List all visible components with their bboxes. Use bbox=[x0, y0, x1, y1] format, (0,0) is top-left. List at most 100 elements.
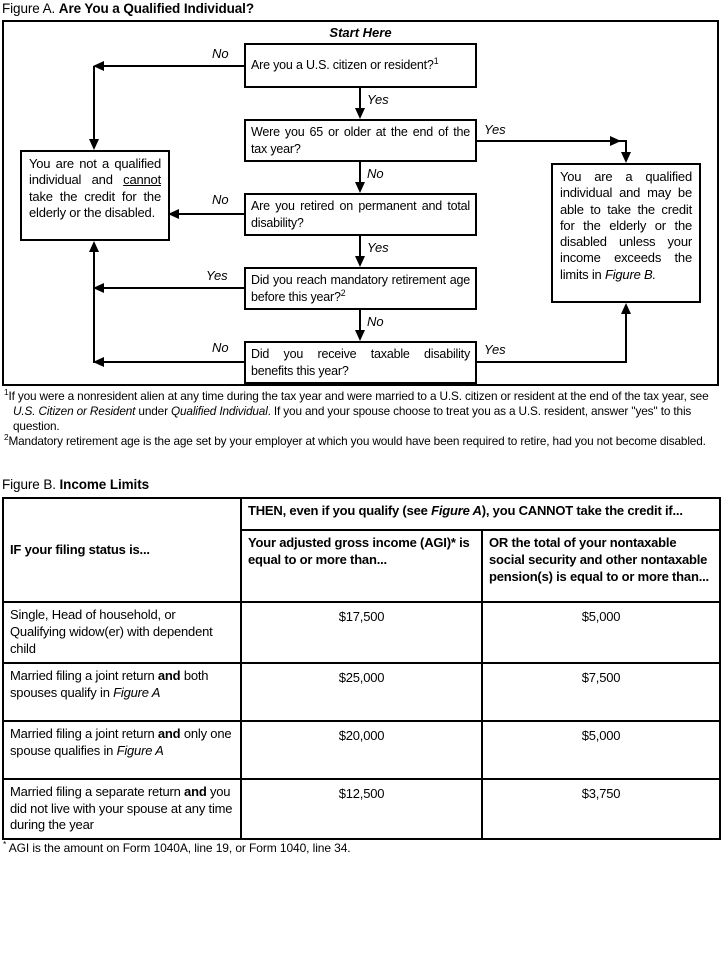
connector-label-no: No bbox=[212, 46, 229, 61]
connector-line bbox=[101, 287, 244, 289]
connector-line bbox=[625, 141, 627, 154]
arrow-left-icon bbox=[93, 61, 104, 71]
arrow-left-icon bbox=[93, 357, 104, 367]
flowchart-box-taxable-benefits: Did you receive taxable disability benef… bbox=[244, 341, 477, 384]
connector-label-no: No bbox=[212, 340, 229, 355]
arrow-up-icon bbox=[621, 303, 631, 314]
figure-a-title-text: Are You a Qualified Individual? bbox=[58, 1, 254, 16]
table-header-row-criteria: Your adjusted gross income (AGI)* is equ… bbox=[3, 529, 721, 603]
footnote-ref: 2 bbox=[340, 287, 346, 298]
figure-a-footnotes: 1If you were a nonresident alien at any … bbox=[4, 388, 718, 449]
status-text-part: only one spouse qualifies in bbox=[10, 725, 232, 758]
connector-label-yes: Yes bbox=[484, 342, 506, 357]
agi-limit-cell: $20,000 bbox=[240, 719, 483, 780]
status-text-italic: Figure A bbox=[113, 684, 161, 700]
arrow-up-icon bbox=[89, 241, 99, 252]
status-text-part: both spouses qualify in bbox=[10, 667, 209, 700]
connector-label-yes: Yes bbox=[206, 268, 228, 283]
connector-line bbox=[101, 65, 244, 67]
col-header-filing-status: IF your filing status is... bbox=[2, 497, 242, 603]
status-text-part: Married filing a separate return bbox=[10, 783, 185, 799]
footnote-text-italic: Qualified Individual bbox=[170, 403, 268, 418]
footnote-marker: * bbox=[3, 839, 7, 849]
agi-limit-cell: $12,500 bbox=[240, 777, 483, 841]
pension-limit-cell: $5,000 bbox=[480, 719, 721, 780]
footnote-marker: 2 bbox=[4, 432, 9, 442]
outcome-text-part: You are a qualified individual and may b… bbox=[560, 169, 692, 282]
connector-line bbox=[93, 66, 95, 141]
connector-label-yes: Yes bbox=[484, 122, 506, 137]
arrow-down-icon bbox=[621, 152, 631, 163]
pension-limit-cell: $7,500 bbox=[480, 661, 721, 722]
filing-status-cell: Married filing a joint return and only o… bbox=[2, 719, 242, 780]
income-limits-table: IF your filing status is... THEN, even i… bbox=[2, 497, 721, 841]
connector-line bbox=[625, 312, 627, 363]
flowchart-box-citizen: Are you a U.S. citizen or resident?1 bbox=[244, 43, 477, 88]
flowchart-box-mandatory-retirement: Did you reach mandatory retirement age b… bbox=[244, 267, 477, 310]
footnote-2: 2Mandatory retirement age is the age set… bbox=[4, 432, 718, 449]
pension-limit-cell: $5,000 bbox=[480, 601, 721, 664]
status-text-bold: and bbox=[157, 725, 181, 741]
status-text-part: Single, Head of household, or Qualifying… bbox=[10, 607, 213, 656]
connector-line bbox=[359, 236, 361, 258]
table-row: Married filing a joint return and only o… bbox=[2, 719, 721, 780]
connector-line bbox=[477, 140, 627, 142]
col-header-then: THEN, even if you qualify (see Figure A)… bbox=[239, 497, 721, 531]
question-text: Were you 65 or older at the end of the t… bbox=[251, 125, 470, 156]
status-text-part: Married filing a joint return bbox=[10, 667, 158, 683]
figure-a-title: Figure A. Are You a Qualified Individual… bbox=[2, 1, 254, 16]
connector-label-yes: Yes bbox=[367, 92, 389, 107]
status-text-italic: Figure A bbox=[116, 742, 164, 758]
arrow-right-icon bbox=[610, 136, 621, 146]
figure-a-flowchart: Start Here Are you a U.S. citizen or res… bbox=[2, 20, 719, 386]
connector-line bbox=[359, 162, 361, 184]
status-text-part: you did not live with your spouse at any… bbox=[10, 783, 233, 833]
agi-limit-cell: $25,000 bbox=[240, 661, 483, 722]
connector-line bbox=[359, 310, 361, 332]
connector-line bbox=[477, 361, 627, 363]
question-text: Are you a U.S. citizen or resident?1 bbox=[251, 57, 470, 73]
start-here-label: Start Here bbox=[329, 25, 392, 40]
figure-b-label: Figure B. bbox=[2, 477, 56, 492]
connector-label-no: No bbox=[367, 166, 384, 181]
arrow-down-icon bbox=[355, 256, 365, 267]
filing-status-cell: Single, Head of household, or Qualifying… bbox=[2, 601, 242, 664]
footnote-text-part: . If you and your spouse choose to treat… bbox=[13, 403, 692, 433]
connector-label-no: No bbox=[212, 192, 229, 207]
then-header-italic: Figure A bbox=[431, 503, 482, 518]
status-text-part: Married filing a joint return bbox=[10, 725, 158, 741]
filing-status-cell: Married filing a joint return and both s… bbox=[2, 661, 242, 722]
question-text-main: Did you reach mandatory retirement age b… bbox=[251, 273, 470, 304]
connector-line bbox=[101, 361, 244, 363]
question-text-main: Are you a U.S. citizen or resident? bbox=[251, 58, 434, 73]
connector-label-no: No bbox=[367, 314, 384, 329]
outcome-box-not-qualified: You are not a qualified individual and c… bbox=[20, 150, 170, 241]
arrow-down-icon bbox=[355, 182, 365, 193]
col-header-agi: Your adjusted gross income (AGI)* is equ… bbox=[240, 529, 483, 603]
connector-label-yes: Yes bbox=[367, 240, 389, 255]
table-row: Married filing a separate return and you… bbox=[2, 777, 721, 841]
pension-limit-cell: $3,750 bbox=[480, 777, 721, 841]
footnote-ref: 1 bbox=[433, 56, 439, 67]
arrow-left-icon bbox=[168, 209, 179, 219]
figure-b-title: Figure B. Income Limits bbox=[2, 477, 149, 492]
figure-a-label: Figure A. bbox=[2, 1, 56, 16]
footnote-text-part: AGI is the amount on Form 1040A, line 19… bbox=[6, 841, 351, 855]
outcome-text-italic: Figure B. bbox=[604, 266, 656, 282]
outcome-text-underlined: cannot bbox=[123, 172, 161, 188]
flowchart-box-retired-disability: Are you retired on permanent and total d… bbox=[244, 193, 477, 236]
agi-footnote: * AGI is the amount on Form 1040A, line … bbox=[3, 839, 351, 855]
footnote-text-part: under bbox=[135, 403, 171, 418]
question-text: Did you receive taxable disability benef… bbox=[251, 347, 470, 378]
footnote-text-part: Mandatory retirement age is the age set … bbox=[8, 433, 706, 448]
then-header-part: ), you CANNOT take the credit if... bbox=[481, 503, 683, 518]
footnote-text-part: If you were a nonresident alien at any t… bbox=[8, 389, 709, 403]
figure-b-title-text: Income Limits bbox=[59, 477, 150, 492]
arrow-down-icon bbox=[89, 139, 99, 150]
arrow-down-icon bbox=[355, 108, 365, 119]
footnote-text-italic: U.S. Citizen or Resident bbox=[13, 403, 136, 418]
table-row: Married filing a joint return and both s… bbox=[2, 661, 721, 722]
outcome-text-part: You are not a qualified individual and bbox=[29, 156, 161, 188]
question-text: Are you retired on permanent and total d… bbox=[251, 199, 470, 230]
